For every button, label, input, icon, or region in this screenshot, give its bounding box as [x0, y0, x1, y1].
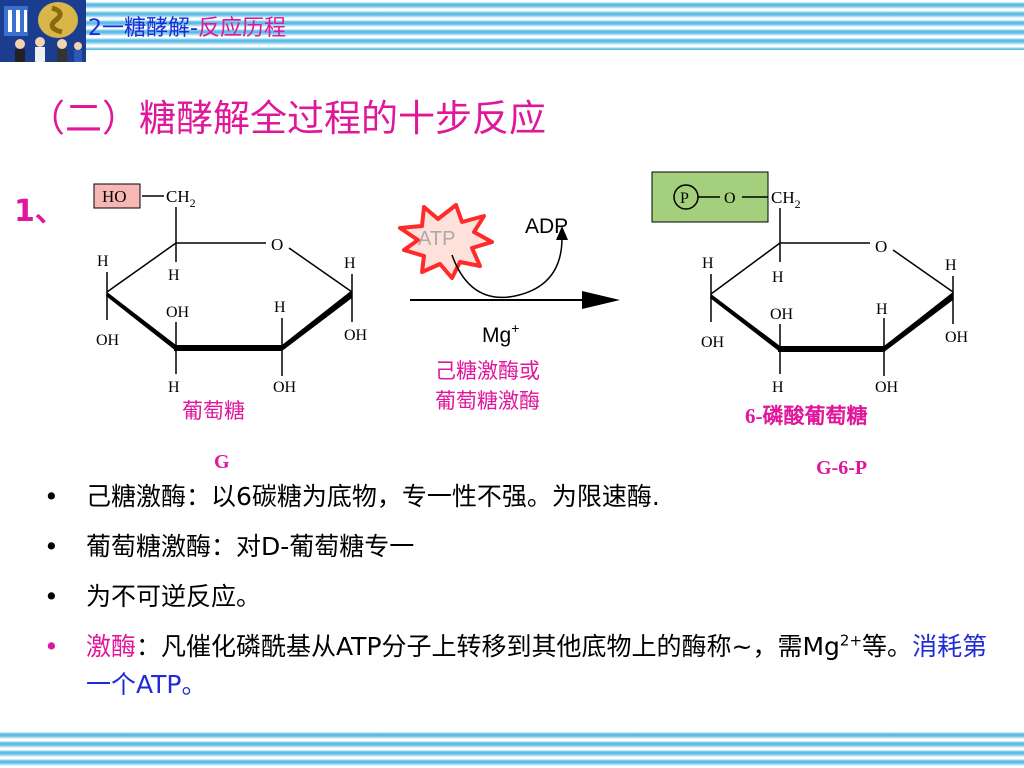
glucose-ho: HO: [102, 187, 127, 206]
bullet-dot-icon: •: [44, 582, 59, 611]
mg-label: Mg+: [482, 320, 519, 347]
adp-label: ADP: [525, 215, 568, 238]
g6p-h-left: H: [702, 255, 714, 272]
bullet-dot-icon: •: [44, 532, 59, 561]
bullet-text: 己糖激酶：以6碳糖为底物，专一性不强。为限速酶.: [86, 482, 660, 511]
breadcrumb-number: 2: [88, 16, 102, 41]
g6p-ring-o: O: [875, 237, 887, 256]
mg-charge: 2+: [839, 631, 863, 650]
atp-label: ATP: [418, 228, 455, 250]
enzyme-line-1: 己糖激酶或: [435, 360, 540, 383]
footer-bar: [0, 730, 1024, 768]
g6p-ch2: CH2: [771, 188, 801, 211]
header-bar: [0, 0, 1024, 50]
breadcrumb-main: 一糖酵解-: [102, 16, 198, 41]
g6p-name: 6-磷酸葡萄糖: [745, 404, 868, 428]
bullet-item: • 己糖激酶：以6碳糖为底物，专一性不强。为限速酶.: [40, 478, 1000, 516]
kinase-definition-end: 等。: [862, 632, 913, 661]
kinase-definition: ：凡催化磷酰基从ATP分子上转移到其他底物上的酶称~，需Mg: [136, 632, 840, 661]
bullet-text: 葡萄糖激酶：对D-葡萄糖专一: [86, 532, 415, 561]
bullet-dot-icon: •: [44, 482, 59, 511]
bullet-dot-icon: •: [44, 632, 59, 661]
enzyme-line-2: 葡萄糖激酶: [435, 390, 540, 413]
main-arrow-head-icon: [582, 291, 620, 309]
g6p-h-bottom: H: [772, 379, 784, 396]
glucose-structure: HO CH2 O H OH H OH H H OH H OH 葡萄糖 G: [93, 183, 368, 473]
g6p-p: P: [680, 190, 689, 207]
glucose-h-left: H: [97, 253, 109, 270]
g6p-oh-right: OH: [945, 329, 969, 346]
glucose-name: 葡萄糖: [182, 400, 245, 423]
glucose-h-right: H: [344, 255, 356, 272]
g6p-h-right: H: [945, 257, 957, 274]
logo-image: [0, 0, 86, 62]
kinase-term: 激酶: [86, 632, 137, 661]
g6p-oh-c3: OH: [770, 306, 794, 323]
g6p-oh-bottom: OH: [875, 379, 899, 396]
bullet-item: • 激酶：凡催化磷酰基从ATP分子上转移到其他底物上的酶称~，需Mg2+等。消耗第…: [40, 628, 1000, 704]
g6p-abbr: G-6-P: [816, 457, 867, 479]
glucose-ring-o: O: [271, 235, 283, 254]
bullet-text: 为不可逆反应。: [86, 582, 262, 611]
ho-highlight-box: [93, 183, 141, 209]
reaction-arrow-group: ATP ADP Mg+ 己糖激酶或 葡萄糖激酶: [398, 203, 620, 413]
glucose-ch2: CH2: [166, 187, 196, 210]
glucose-oh-c3: OH: [166, 304, 190, 321]
g6p-h-c4: H: [772, 269, 784, 286]
glucose-oh-bottom: OH: [273, 379, 297, 396]
glucose-oh-left: OH: [96, 332, 120, 349]
glucose-h-bottom: H: [168, 379, 180, 396]
bullet-item: • 葡萄糖激酶：对D-葡萄糖专一: [40, 528, 1000, 566]
glucose-abbr: G: [214, 451, 230, 473]
breadcrumb-sub: 反应历程: [197, 16, 286, 41]
atp-burst-icon: [398, 203, 494, 280]
reaction-diagram: HO CH2 O H OH H OH H H OH H OH 葡萄糖 G ATP: [93, 171, 969, 479]
breadcrumb: 2一糖酵解-反应历程: [88, 10, 286, 42]
g6p-oh-left: OH: [701, 334, 725, 351]
glucose-oh-right: OH: [344, 327, 368, 344]
bullet-item: • 为不可逆反应。: [40, 578, 1000, 616]
g6p-structure: P O CH2 O H OH H OH H H OH H OH 6-磷酸葡萄糖 …: [651, 171, 969, 479]
page-title: （二）糖酵解全过程的十步反应: [28, 97, 546, 140]
g6p-o-link: O: [724, 190, 736, 207]
glucose-h-c2: H: [274, 299, 286, 316]
curved-arrow: [451, 237, 563, 298]
glucose-h-c4: H: [168, 267, 180, 284]
atp-consumption-note: 消耗第一个ATP。: [86, 632, 988, 699]
g6p-h-c2: H: [876, 301, 888, 318]
step-number: 1、: [14, 194, 65, 229]
bullet-list: • 己糖激酶：以6碳糖为底物，专一性不强。为限速酶. • 葡萄糖激酶：对D-葡萄糖专…: [40, 478, 1000, 716]
